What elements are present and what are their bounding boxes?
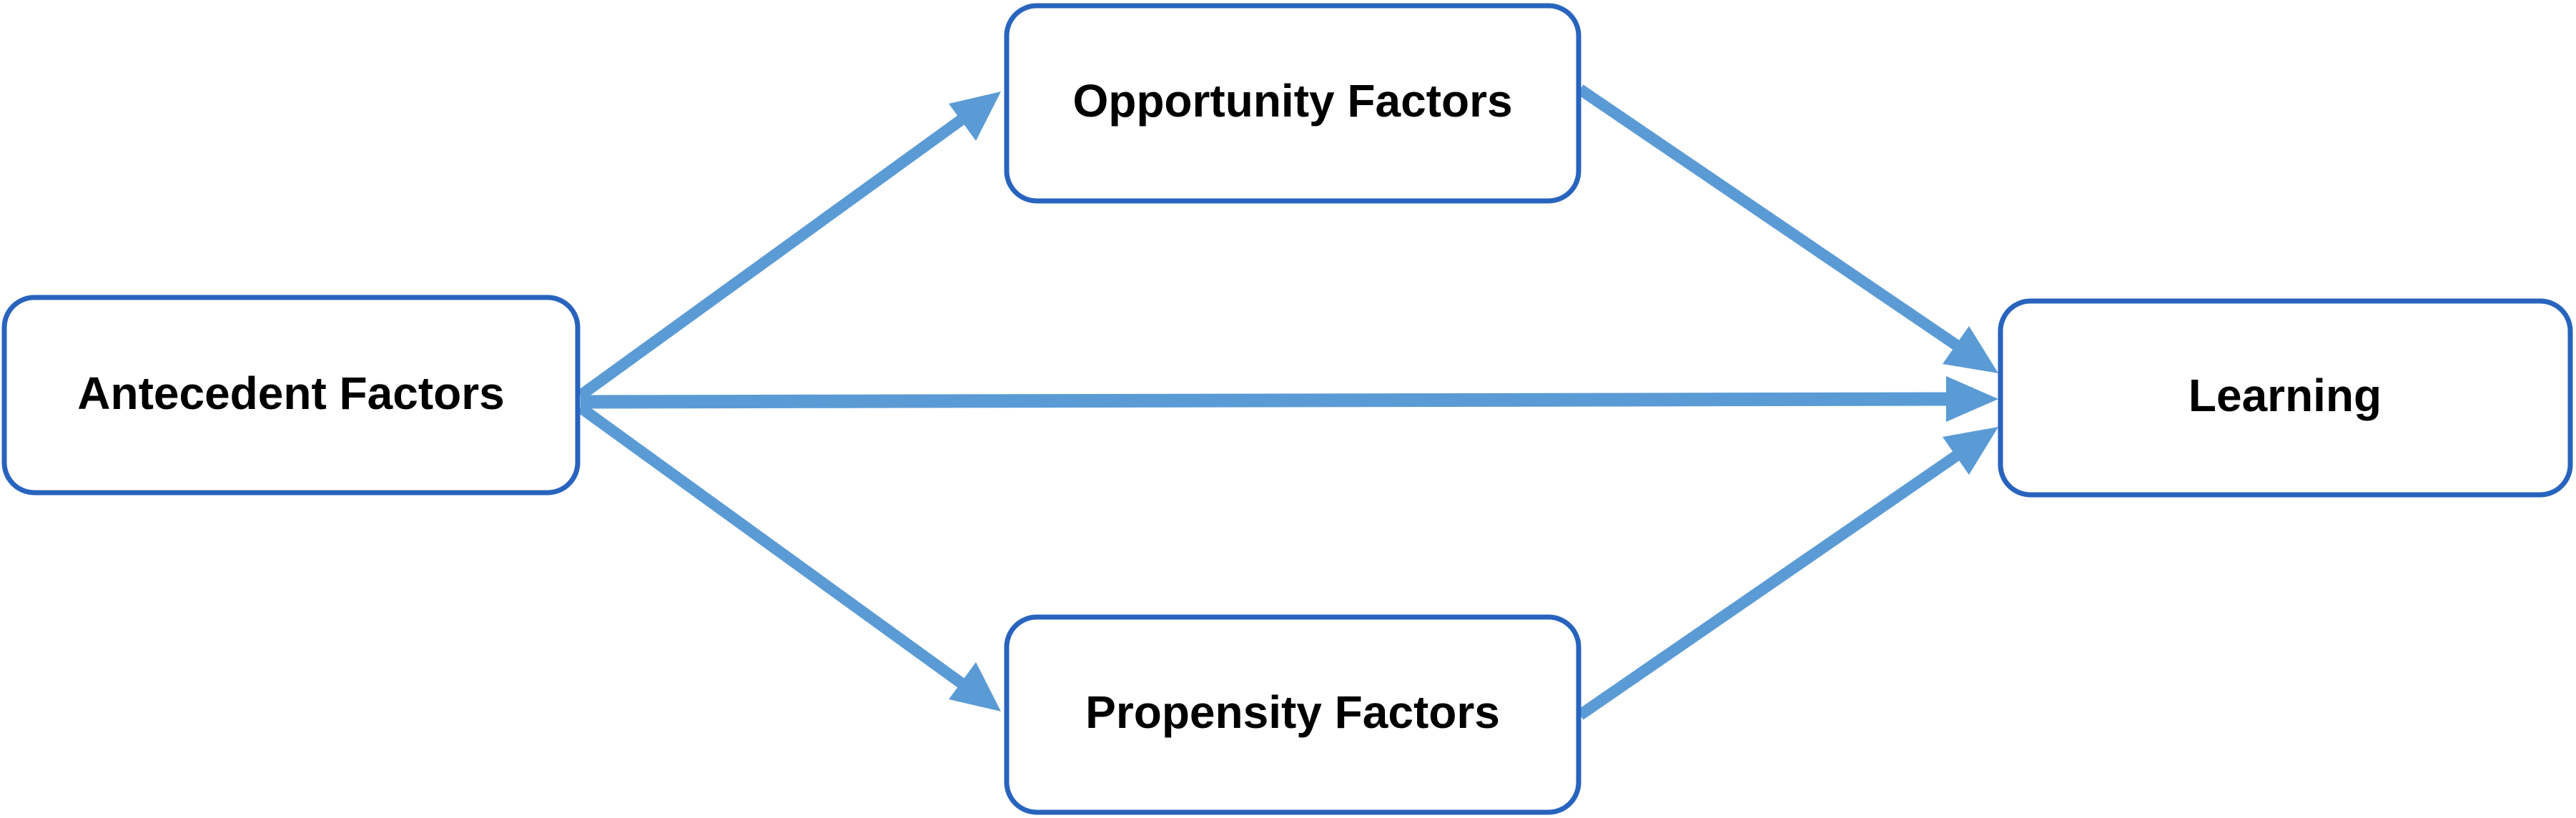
node-label-propensity: Propensity Factors bbox=[1085, 686, 1500, 738]
node-label-learning: Learning bbox=[2188, 370, 2382, 421]
node-opportunity: Opportunity Factors bbox=[1004, 3, 1581, 204]
node-propensity: Propensity Factors bbox=[1004, 614, 1581, 815]
arrow-antecedent-to-opportunity bbox=[577, 92, 1001, 400]
arrow-antecedent-to-learning bbox=[580, 376, 1998, 422]
arrow-propensity-to-learning bbox=[1576, 427, 1998, 720]
node-antecedent: Antecedent Factors bbox=[1, 295, 581, 496]
node-label-antecedent: Antecedent Factors bbox=[77, 368, 504, 419]
node-box bbox=[1998, 298, 2573, 498]
node-box bbox=[1004, 614, 1581, 815]
node-learning: Learning bbox=[1998, 298, 2573, 498]
arrows bbox=[577, 84, 1998, 720]
node-box bbox=[1004, 3, 1581, 204]
node-box bbox=[1, 295, 581, 496]
arrow-opportunity-to-learning bbox=[1576, 84, 1998, 373]
node-label-opportunity: Opportunity Factors bbox=[1072, 75, 1512, 127]
arrow-antecedent-to-propensity bbox=[577, 403, 1001, 711]
